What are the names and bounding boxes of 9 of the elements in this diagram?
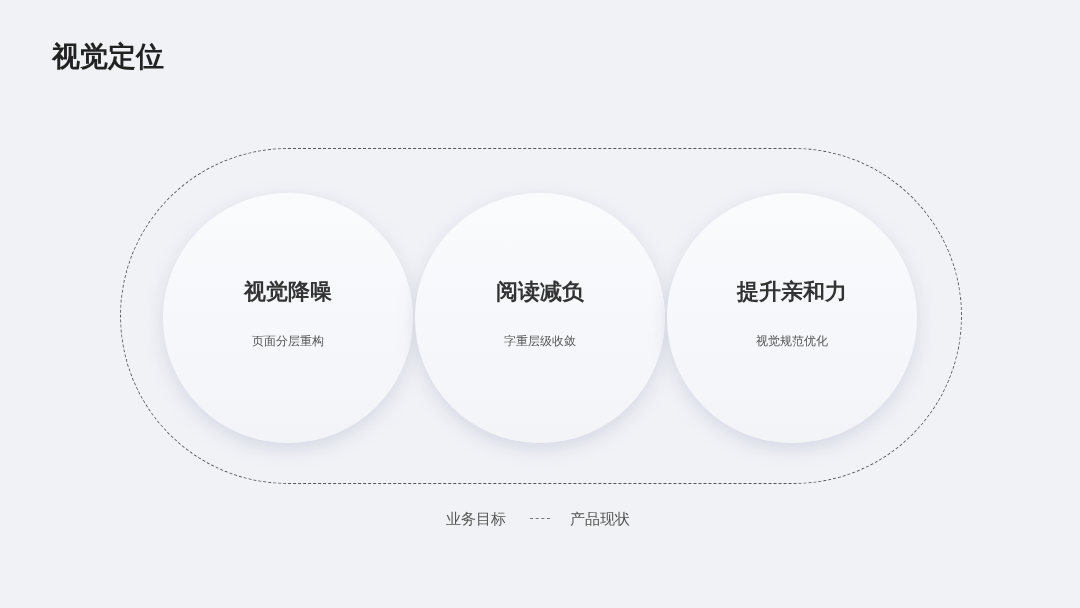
circle-heading: 提升亲和力 — [736, 278, 847, 306]
circle-heading: 视觉降噪 — [243, 278, 332, 306]
legend-text: 业务目标 — [446, 510, 506, 529]
circle-heading: 阅读减负 — [495, 278, 584, 306]
circle-subtext: 视觉规范优化 — [755, 333, 828, 350]
legend-text: 产品现状 — [570, 510, 630, 529]
circle-subtext: 页面分层重构 — [251, 333, 324, 350]
page-title: 视觉定位 — [52, 39, 164, 75]
circle-subtext: 字重层级收敛 — [503, 333, 576, 350]
